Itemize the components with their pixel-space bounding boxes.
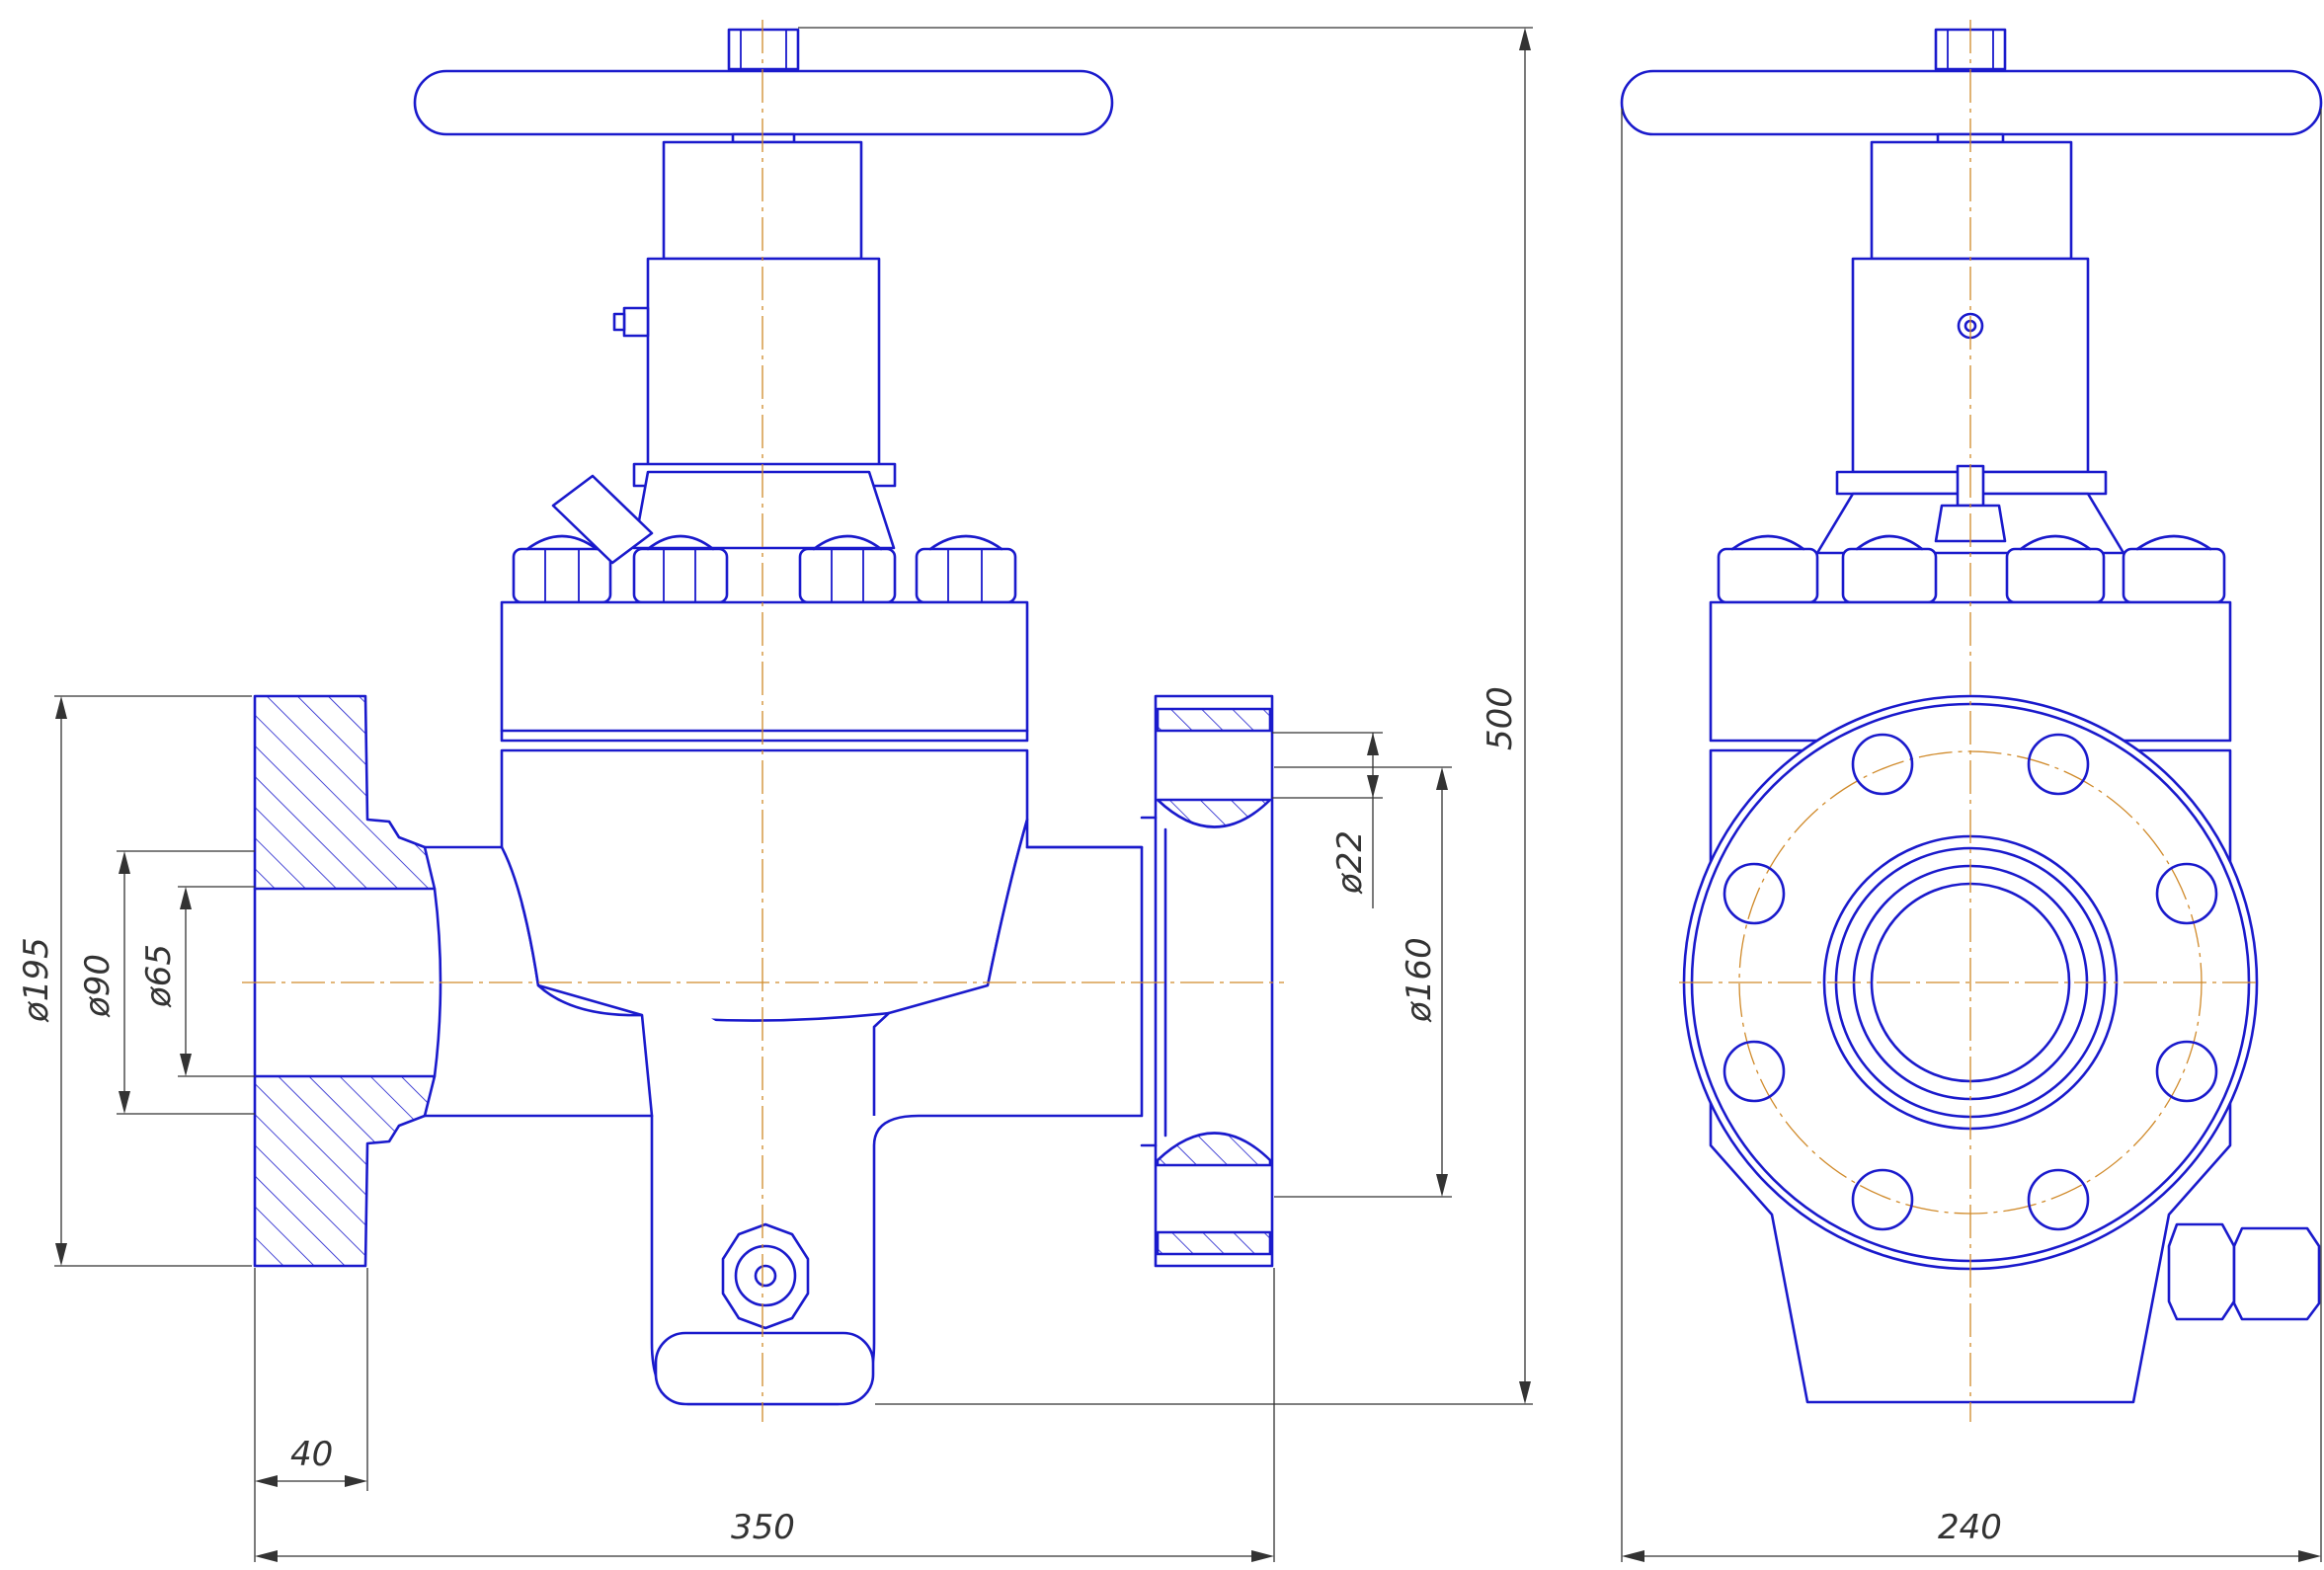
dim-40-label: 40 — [290, 1435, 333, 1474]
dim-22-label: ø22 — [1330, 830, 1370, 895]
inlet-flange-section-bottom — [253, 1074, 437, 1268]
dim-90-label: ø90 — [78, 954, 118, 1018]
dim-160-label: ø160 — [1400, 937, 1439, 1023]
inlet-flange-section-top — [253, 694, 437, 891]
outlet-ring — [1140, 694, 1274, 1268]
dim-65-label: ø65 — [139, 944, 179, 1008]
bonnet-nuts — [512, 474, 1017, 604]
bonnet-housing — [612, 140, 897, 550]
dimension-lines — [54, 27, 2322, 1562]
handwheel — [413, 28, 1114, 144]
drain-fitting — [721, 1222, 810, 1330]
dim-500-label: 500 — [1481, 686, 1520, 750]
bonnet-flange — [500, 600, 1029, 743]
bottom-plug — [654, 1331, 875, 1406]
front-view — [242, 20, 1284, 1422]
dim-240-label: 240 — [1938, 1508, 2002, 1547]
dim-350-label: 350 — [731, 1508, 795, 1547]
dim-195-label: ø195 — [17, 937, 56, 1023]
side-view — [1620, 20, 2323, 1422]
